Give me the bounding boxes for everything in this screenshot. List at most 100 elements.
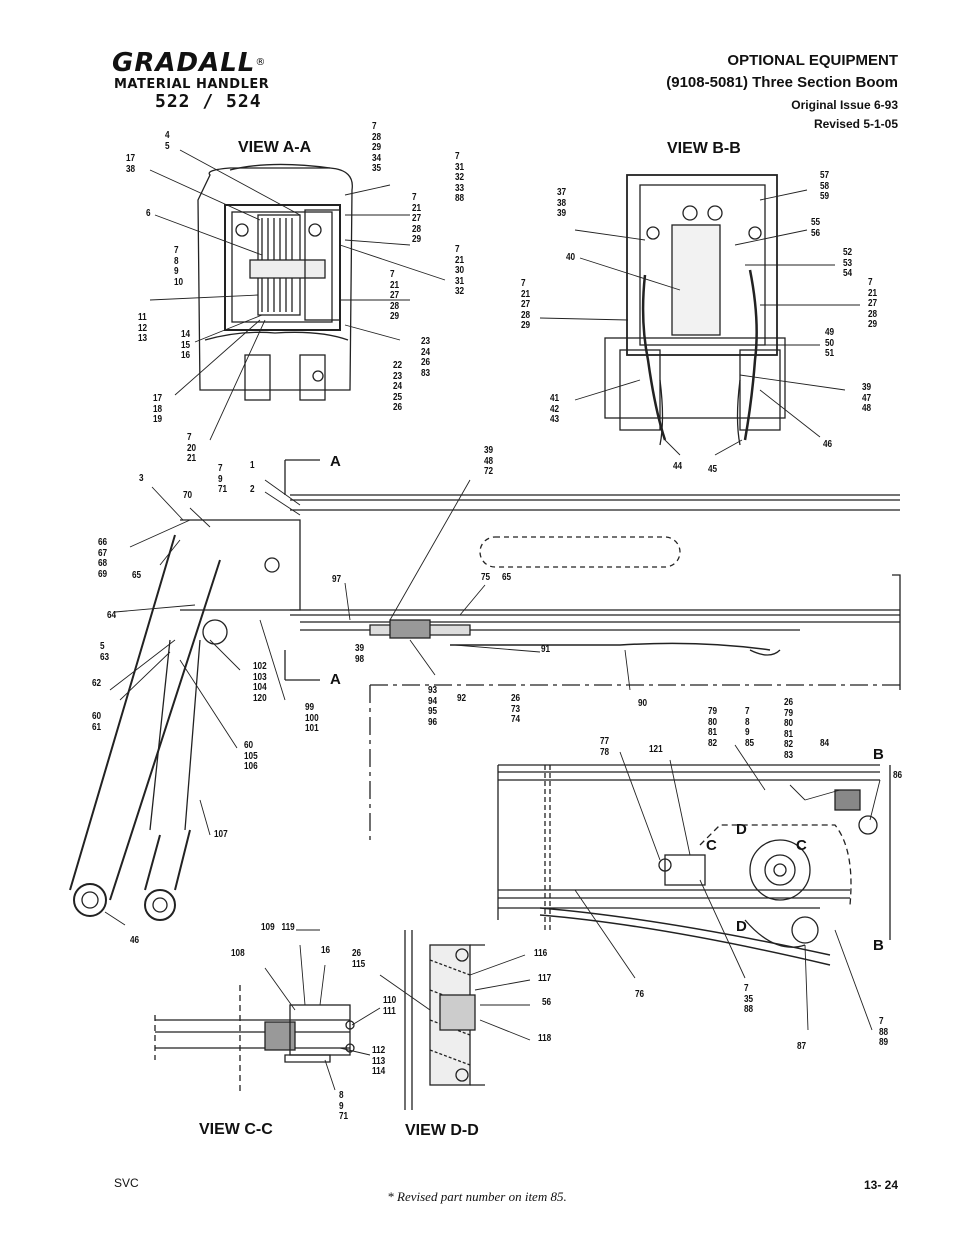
view-bb-title: VIEW B-B: [667, 140, 741, 157]
callout: 7 8 9 85: [745, 706, 755, 749]
callout: 116: [534, 948, 548, 959]
section-mark-d-top: D: [736, 821, 747, 838]
callout: 109 119: [261, 922, 295, 933]
callout: 11 12 13: [138, 312, 148, 344]
view-bb-drawing: [604, 174, 786, 446]
callout: 16: [321, 945, 331, 956]
callout: 7 28 29 34 35: [372, 121, 382, 174]
callout: 55 56: [811, 217, 821, 239]
callout: 4 5: [165, 130, 170, 152]
callout: 75: [481, 572, 491, 583]
callout: 17 38: [126, 153, 136, 175]
callout: 37 38 39: [557, 187, 567, 219]
leader-lines: [104, 149, 881, 1091]
view-dd-title: VIEW D-D: [405, 1122, 479, 1139]
callout: 7 21 27 28 29: [390, 269, 400, 322]
callout: 23 24 26 83: [421, 336, 431, 379]
callout: 60 105 106: [244, 740, 258, 772]
callout: 110 111: [383, 995, 397, 1017]
callout: 112 113 114: [372, 1045, 386, 1077]
callout: 64: [107, 610, 117, 621]
callout: 41 42 43: [550, 393, 560, 425]
callout: 7 21 27 28 29: [868, 277, 878, 330]
callout: 8 9 71: [339, 1090, 349, 1122]
section-mark-c-left: C: [706, 837, 717, 854]
view-cc-drawing: [154, 985, 355, 1095]
callout: 26 73 74: [511, 693, 521, 725]
callout: 6: [146, 208, 151, 219]
callout: 97: [332, 574, 342, 585]
callout: 60 61: [92, 711, 102, 733]
callout: 56: [542, 997, 552, 1008]
revised-date: Revised 5-1-05: [813, 117, 898, 131]
callout: 62: [92, 678, 102, 689]
callout: 40: [566, 252, 576, 263]
callout: 2: [250, 484, 255, 495]
callout: 3: [139, 473, 144, 484]
callout: 7 35 88: [744, 983, 754, 1015]
callout: 66 67 68 69: [98, 537, 108, 580]
callout: 77 78: [600, 736, 610, 758]
callout: 49 50 51: [825, 327, 835, 359]
callout: 118: [538, 1033, 552, 1044]
callout: 26 115: [352, 948, 366, 970]
callout: 91: [541, 644, 551, 655]
callout: 65: [132, 570, 142, 581]
callout: 52 53 54: [843, 247, 853, 279]
footer-note: * Revised part number on item 85.: [387, 1189, 567, 1204]
page-number: 13- 24: [863, 1178, 898, 1192]
callout: 7 88 89: [879, 1016, 889, 1048]
view-cc-title: VIEW C-C: [199, 1121, 273, 1138]
view-aa-drawing: [197, 163, 353, 401]
callout: 117: [538, 973, 552, 984]
callout: 92: [457, 693, 467, 704]
callout: 70: [183, 490, 193, 501]
callout: 99 100 101: [305, 702, 319, 734]
callout: 102 103 104 120: [253, 661, 267, 704]
section-mark-b-top: B: [873, 746, 884, 763]
issue-date: Original Issue 6-93: [791, 98, 898, 112]
model-numbers: 522 / 524: [155, 91, 262, 112]
callout: 39 47 48: [862, 382, 872, 414]
callout: 7 9 71: [218, 463, 228, 495]
callout: 26 79 80 81 82 83: [784, 697, 794, 761]
view-dd-drawing: [404, 930, 485, 1110]
callout: 45: [708, 464, 718, 475]
section-mark-b-bottom: B: [873, 937, 884, 954]
callout: 121: [649, 744, 663, 755]
boom-head-detail: [497, 764, 891, 966]
callout: 46: [823, 439, 833, 450]
callout: 57 58 59: [820, 170, 830, 202]
callout: 84: [820, 738, 830, 749]
callout: 7 21 27 28 29: [412, 192, 422, 245]
callout: 76: [635, 989, 645, 1000]
part-title: (9108-5081) Three Section Boom: [666, 74, 898, 91]
brand-subtitle: MATERIAL HANDLER: [114, 77, 270, 92]
callout: 79 80 81 82: [708, 706, 718, 749]
callout: 93 94 95 96: [428, 685, 438, 728]
callout: 7 8 9 10: [174, 245, 184, 288]
callout: 65: [502, 572, 512, 583]
section-title: OPTIONAL EQUIPMENT: [727, 52, 898, 69]
callout: 39 48 72: [484, 445, 494, 477]
callout: 7 21 27 28 29: [521, 278, 531, 331]
view-aa-title: VIEW A-A: [238, 139, 312, 156]
callout: 86: [893, 770, 903, 781]
section-mark-a-bottom: A: [330, 671, 341, 688]
callout: 7 20 21: [187, 432, 197, 464]
callout: 90: [638, 698, 648, 709]
section-mark-a-top: A: [330, 453, 341, 470]
callout: 5 63: [100, 641, 110, 663]
callout: 87: [797, 1041, 807, 1052]
section-mark-d-bottom: D: [736, 918, 747, 935]
callout: 7 31 32 33 88: [455, 151, 465, 204]
boom-side-view: [69, 459, 901, 921]
callout: 44: [673, 461, 683, 472]
section-mark-c-right: C: [796, 837, 807, 854]
callout: 107: [214, 829, 228, 840]
callout: 7 21 30 31 32: [455, 244, 465, 297]
callout: 1: [250, 460, 255, 471]
callout: 108: [231, 948, 245, 959]
callout: 14 15 16: [181, 329, 191, 361]
